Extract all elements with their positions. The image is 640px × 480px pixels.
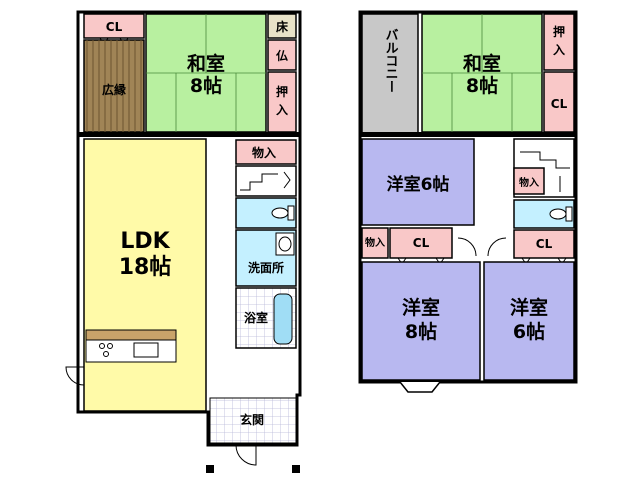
door-hall-1 bbox=[457, 237, 477, 257]
room-washitsu-floor2: 和室 8帖 bbox=[421, 13, 543, 133]
svg-text:物入: 物入 bbox=[252, 145, 276, 160]
door-hall-2 bbox=[487, 237, 507, 257]
svg-text:玄関: 玄関 bbox=[240, 412, 264, 427]
oshiire2-char-1: 押 bbox=[553, 24, 565, 39]
svg-text:バルコニー: バルコニー bbox=[383, 28, 399, 93]
room-ldk: LDK 18帖 bbox=[65, 138, 207, 412]
toilet-floor2 bbox=[513, 199, 575, 229]
oshiire-char-2: 入 bbox=[276, 103, 288, 117]
svg-text:洗面所: 洗面所 bbox=[248, 260, 284, 275]
svg-text:浴室: 浴室 bbox=[244, 310, 268, 325]
room-youshitsu8: 洋室 8帖 bbox=[361, 261, 481, 393]
butsudan: 仏 bbox=[267, 39, 297, 71]
balcony: バルコニー bbox=[361, 13, 419, 135]
svg-text:CL: CL bbox=[536, 237, 553, 251]
closet-label: CL bbox=[106, 20, 123, 34]
svg-text:床: 床 bbox=[276, 19, 289, 34]
ldk-name: LDK bbox=[120, 229, 170, 254]
wide-veranda: 広縁 bbox=[83, 39, 145, 133]
floor-1: CL 広縁 和室 8帖 床 仏 押 入 bbox=[0, 0, 302, 473]
svg-text:洋室: 洋室 bbox=[510, 296, 548, 319]
svg-text:洋室: 洋室 bbox=[402, 296, 440, 319]
oshiire-label: 押入 bbox=[0, 0, 2, 1]
monoire-left-floor2: 物入 bbox=[361, 227, 389, 259]
bathroom: 浴室 bbox=[235, 287, 297, 349]
svg-text:和室: 和室 bbox=[463, 52, 501, 75]
svg-text:物入: 物入 bbox=[365, 236, 385, 249]
closet-mid-right: CL bbox=[513, 229, 575, 265]
oshiire2-label: 押入 bbox=[0, 0, 2, 1]
oshiire2-char-2: 入 bbox=[553, 43, 565, 57]
oshiire-floor1: 押 入 押入 bbox=[0, 0, 297, 133]
floor-2: バルコニー 和室 8帖 押 入 押入 CL 洋室6帖 bbox=[0, 0, 578, 393]
closet-top-left: CL bbox=[83, 13, 145, 45]
door-ldk bbox=[65, 366, 85, 386]
stairs-floor1 bbox=[235, 165, 297, 197]
closet-washitsu-floor2: CL bbox=[543, 71, 575, 133]
svg-text:仏: 仏 bbox=[276, 49, 288, 63]
svg-text:洋室6帖: 洋室6帖 bbox=[387, 174, 450, 195]
monoire-right-floor2: 物入 bbox=[513, 167, 545, 195]
svg-text:CL: CL bbox=[551, 97, 568, 111]
svg-text:8帖: 8帖 bbox=[405, 320, 437, 343]
svg-text:物入: 物入 bbox=[519, 176, 539, 189]
oshiire-floor2: 押 入 押入 bbox=[0, 0, 575, 71]
wall-mid bbox=[78, 132, 300, 137]
svg-text:8帖: 8帖 bbox=[466, 74, 498, 97]
oshiire-char-1: 押 bbox=[276, 84, 288, 99]
room-washitsu-floor1: 和室 8帖 bbox=[145, 13, 267, 133]
monoire-floor1: 物入 bbox=[235, 139, 297, 165]
washroom: 洗面所 bbox=[235, 229, 297, 287]
wall-mid-2 bbox=[360, 132, 576, 137]
wide-veranda-label: 広縁 bbox=[102, 82, 126, 97]
toilet-floor1 bbox=[235, 197, 297, 229]
room-youshitsu6-top: 洋室6帖 bbox=[361, 138, 475, 226]
room-youshitsu6-bottom: 洋室 6帖 bbox=[483, 261, 575, 381]
tokonoma: 床 bbox=[267, 13, 297, 39]
washitsu-name: 和室 bbox=[187, 52, 225, 75]
closet-mid-left: CL bbox=[389, 227, 453, 265]
svg-text:6帖: 6帖 bbox=[513, 320, 545, 343]
entrance: 玄関 bbox=[206, 397, 300, 473]
ldk-size: 18帖 bbox=[119, 255, 172, 280]
washitsu-size: 8帖 bbox=[190, 74, 222, 97]
svg-text:CL: CL bbox=[413, 236, 430, 250]
